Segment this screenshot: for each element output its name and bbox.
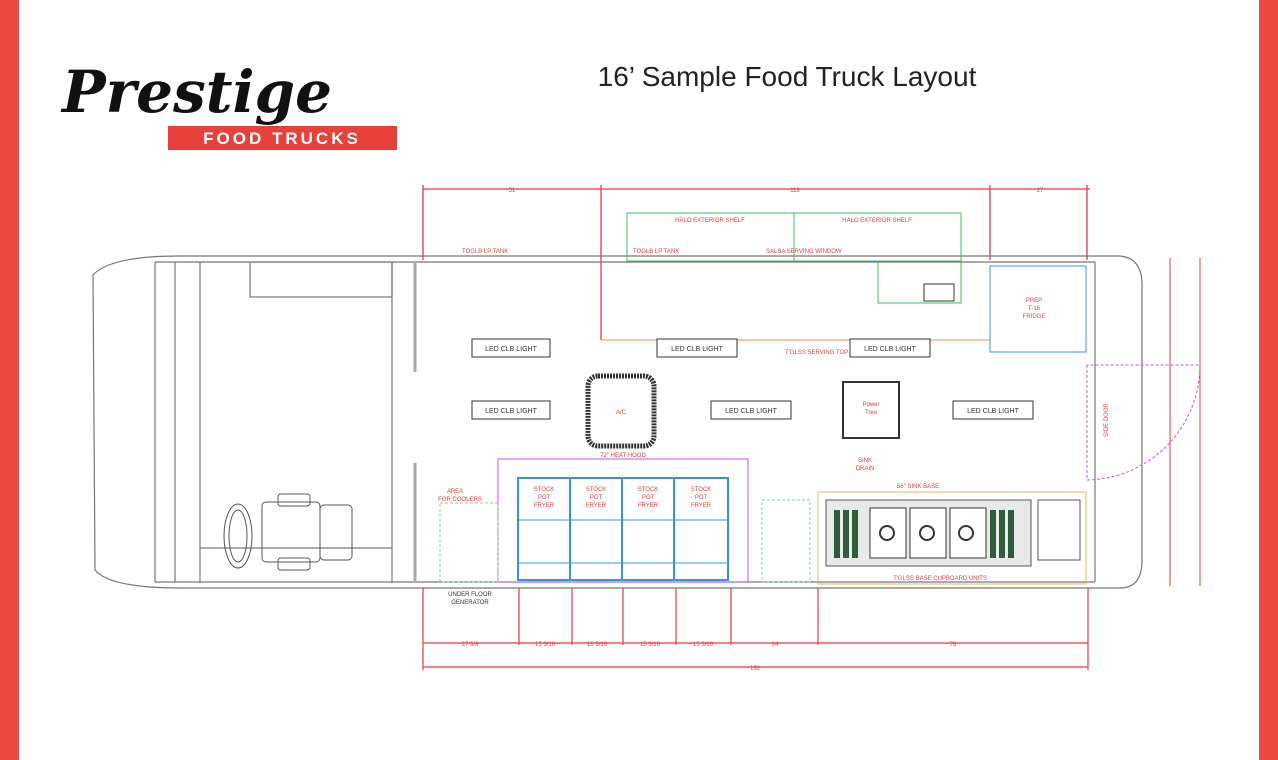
fryers bbox=[517, 477, 729, 581]
fryer-4-label-3: FRYER bbox=[691, 503, 712, 509]
cooler-area bbox=[439, 502, 499, 583]
logo-tagline: FOOD TRUCKS bbox=[203, 129, 361, 148]
dim-bottom-7: 78 bbox=[950, 642, 957, 648]
sink-basins bbox=[869, 507, 987, 559]
power-tree bbox=[842, 381, 900, 439]
side-door bbox=[1086, 364, 1201, 481]
prep-fridge bbox=[989, 265, 1087, 353]
led-light-3: LED CLB LIGHT bbox=[864, 346, 916, 353]
fryer-labels: STOCK POT FRYER STOCK POT FRYER STOCK PO… bbox=[534, 487, 712, 509]
fryer-3-label: STOCK bbox=[638, 487, 659, 493]
right-border bbox=[1259, 0, 1278, 760]
fryer-4-label: STOCK bbox=[691, 487, 712, 493]
sink-base bbox=[817, 491, 1087, 585]
fryer-1-label-3: FRYER bbox=[534, 503, 555, 509]
serving-counter bbox=[761, 499, 811, 583]
led-light-4: LED CLB LIGHT bbox=[485, 408, 537, 415]
heat-hood-label: 72" HEAT HOOD bbox=[600, 453, 646, 459]
bottom-dimensions bbox=[422, 588, 1089, 670]
prep-fridge-label-3: FRIDGE bbox=[1023, 314, 1046, 320]
dim-bottom-6: 24 bbox=[772, 642, 779, 648]
cooler-area-label-2: FOR COOLERS bbox=[438, 497, 482, 503]
driver-seat-icon bbox=[223, 493, 353, 571]
sink-drainboards bbox=[834, 510, 1014, 558]
exterior-shelf-1: HALO EXTERIOR SHELF bbox=[675, 218, 745, 224]
dim-bottom-3: 15 3/16 bbox=[587, 642, 608, 648]
logo: Prestige FOOD TRUCKS bbox=[60, 58, 397, 150]
dim-top-2: 113 bbox=[790, 188, 800, 194]
lp-tank-2: TOGLB LP TANK bbox=[633, 249, 679, 255]
ac-unit bbox=[585, 373, 657, 449]
window-box bbox=[923, 283, 955, 302]
dim-bottom-1: 27 3/8 bbox=[462, 642, 479, 648]
exterior-shelf-2: HALO EXTERIOR SHELF bbox=[842, 218, 912, 224]
truck-outline bbox=[92, 255, 1143, 589]
fryer-3-label-3: FRYER bbox=[638, 503, 659, 509]
cabinet-label: T'GLSS BASE CUPBOARD UNITS bbox=[893, 576, 987, 582]
dim-top-1: 51 bbox=[509, 188, 516, 194]
prep-fridge-label-1: PREP bbox=[1026, 298, 1042, 304]
generator-label-1: UNDER FLOOR bbox=[448, 592, 492, 598]
fryer-3-label-2: POT bbox=[642, 495, 655, 501]
dim-bottom-5: 15 3/16 bbox=[693, 642, 714, 648]
serving-top: T'GLSS SERVING TOP bbox=[785, 350, 848, 356]
fryer-1-label-2: POT bbox=[538, 495, 551, 501]
fryer-2-label: STOCK bbox=[586, 487, 607, 493]
fryer-2-label-2: POT bbox=[590, 495, 603, 501]
fryer-1-label: STOCK bbox=[534, 487, 555, 493]
left-border bbox=[0, 0, 19, 760]
exterior-shelves bbox=[626, 212, 962, 304]
bottom-dimension-labels: 27 3/8 15 3/16 15 3/16 15 3/16 15 3/16 2… bbox=[462, 642, 957, 672]
sink-drain-label-1: SINK bbox=[858, 458, 872, 464]
right-dimensions bbox=[1169, 258, 1201, 586]
power-tree-label-1: Power bbox=[862, 402, 879, 408]
prep-fridge-label-2: T-16 bbox=[1028, 306, 1041, 312]
side-door-label: SIDE DOOR bbox=[1104, 402, 1110, 436]
cooler-area-label-1: AREA bbox=[447, 489, 463, 495]
lp-tank-1: TOGLB LP TANK bbox=[462, 249, 508, 255]
power-tree-label-2: Tree bbox=[865, 410, 878, 416]
led-light-1: LED CLB LIGHT bbox=[485, 346, 537, 353]
led-light-2: LED CLB LIGHT bbox=[671, 346, 723, 353]
sink-drain-label-2: DRAIN bbox=[856, 466, 875, 472]
led-light-5: LED CLB LIGHT bbox=[725, 408, 777, 415]
sink-base-label: 56" SINK BASE bbox=[897, 484, 939, 490]
led-lights bbox=[471, 338, 1034, 420]
dim-bottom-2: 15 3/16 bbox=[535, 642, 556, 648]
logo-brand: Prestige bbox=[60, 58, 332, 126]
dim-overall: 192 bbox=[750, 666, 761, 672]
hand-sink bbox=[1037, 499, 1081, 561]
fryer-2-label-3: FRYER bbox=[586, 503, 607, 509]
page-title: 16’ Sample Food Truck Layout bbox=[598, 61, 977, 92]
dim-top-3: 27 bbox=[1037, 188, 1044, 194]
dim-bottom-4: 15 3/16 bbox=[640, 642, 661, 648]
serving-window: SALSA SERVING WINDOW bbox=[766, 249, 842, 255]
led-light-6: LED CLB LIGHT bbox=[967, 408, 1019, 415]
ac-label: A/C bbox=[616, 410, 627, 416]
generator-label-2: GENERATOR bbox=[451, 600, 489, 606]
fryer-4-label-2: POT bbox=[695, 495, 708, 501]
